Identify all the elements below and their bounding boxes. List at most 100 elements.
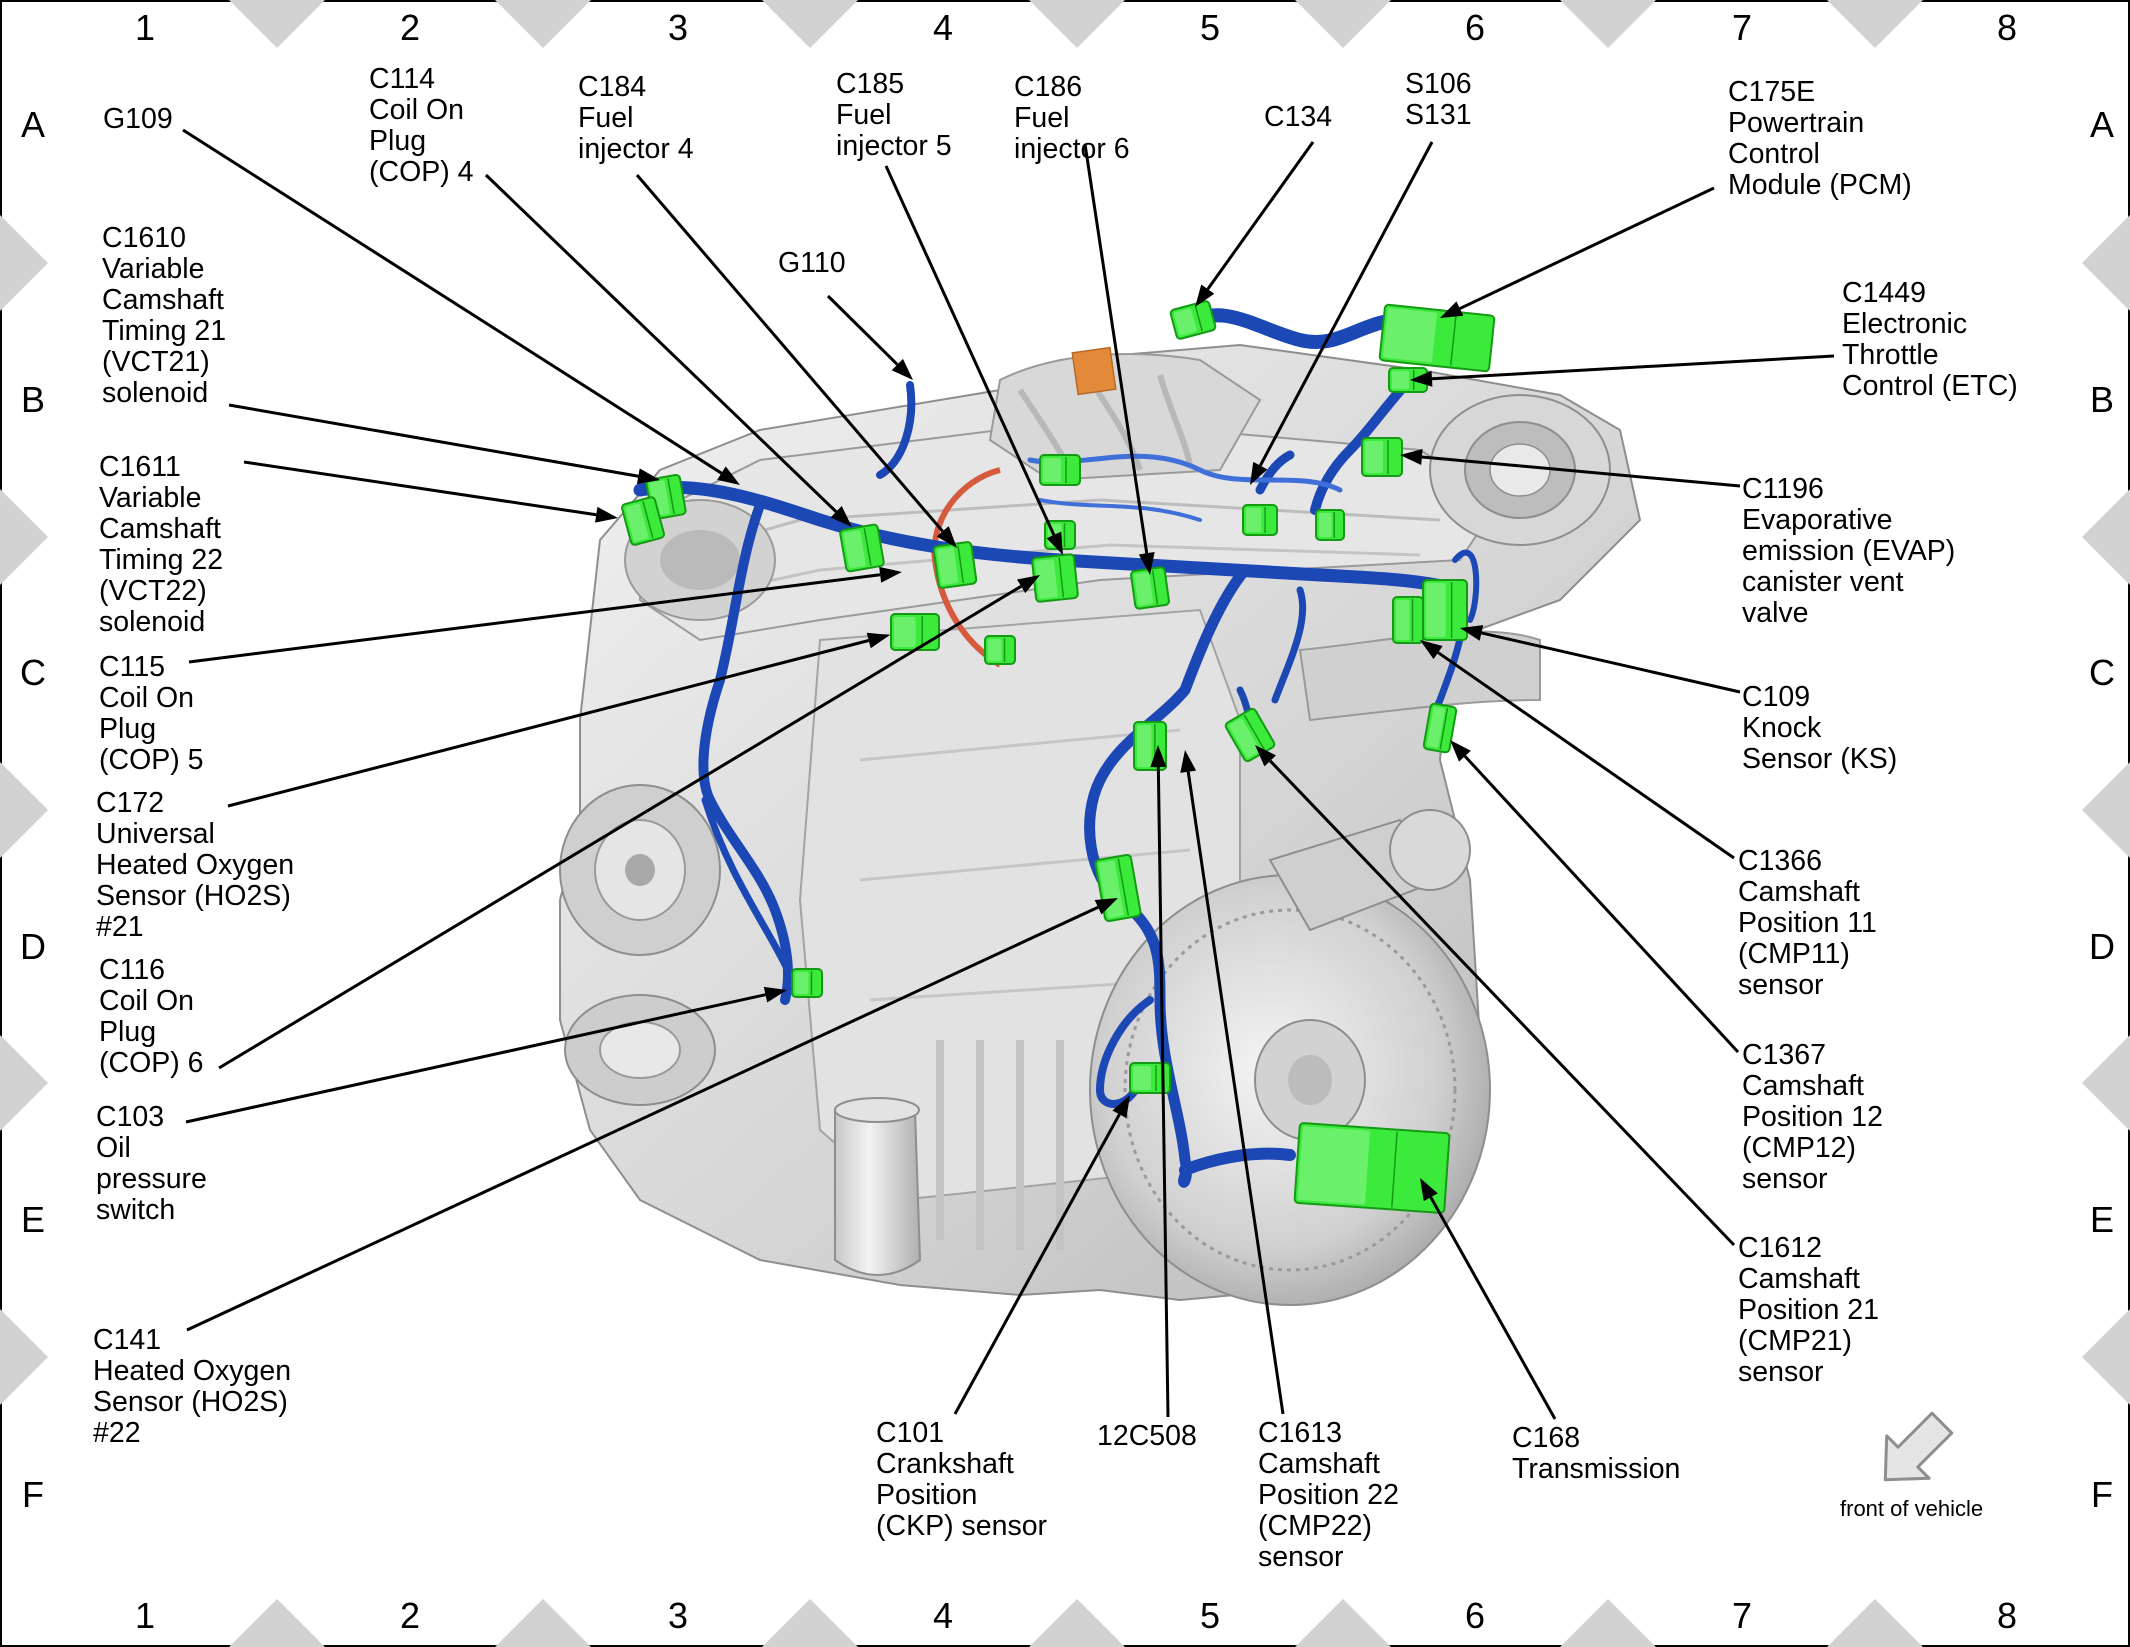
callout-c101: C101 Crankshaft Position (CKP) sensor	[876, 1417, 1048, 1542]
grid-row-left-C: C	[20, 652, 46, 693]
frame-marker-bottom	[229, 1599, 325, 1647]
leader-c1366	[1420, 640, 1735, 860]
connector-knock	[1422, 579, 1468, 641]
grid-column-top-2: 2	[399, 7, 421, 48]
frame-marker-right	[2082, 1035, 2130, 1131]
connector-misc2	[984, 635, 1016, 665]
frame-marker-left	[0, 1035, 48, 1131]
callout-c1366: C1366 Camshaft Position 11 (CMP11) senso…	[1738, 845, 1877, 1001]
connector-cmp12	[1422, 702, 1458, 754]
frame-marker-right	[2082, 489, 2130, 585]
grid-row-right-B: B	[2089, 379, 2114, 420]
callout-c116: C116 Coil On Plug (COP) 6	[99, 954, 204, 1079]
leader-c115	[188, 566, 902, 664]
frame-marker-top	[1827, 0, 1923, 48]
leader-c101	[953, 1095, 1130, 1415]
callout-c1613: C1613 Camshaft Position 22 (CMP22) senso…	[1258, 1417, 1400, 1573]
callout-g109: G109	[103, 103, 173, 135]
callout-c1196: C1196 Evaporative emission (EVAP) canist…	[1742, 473, 1956, 629]
frame-marker-top	[1029, 0, 1125, 48]
callout-c115: C115 Coil On Plug (COP) 5	[99, 651, 204, 776]
leader-c114	[484, 173, 852, 527]
connectors	[621, 300, 1496, 1214]
connector-evap	[1361, 437, 1403, 477]
callout-c168: C168 Transmission	[1512, 1422, 1681, 1485]
leader-g109	[182, 128, 740, 485]
connector-inj5	[1031, 553, 1079, 603]
leader-c134	[1195, 141, 1315, 307]
grid-row-left-F: F	[22, 1474, 44, 1515]
grid-column-bottom-8: 8	[1996, 1595, 2018, 1636]
grid-row-right-C: C	[2089, 652, 2115, 693]
grid-column-top-7: 7	[1731, 7, 1753, 48]
leader-c103	[185, 986, 787, 1124]
connector-cop4	[839, 523, 885, 573]
leader-c141	[186, 898, 1118, 1332]
leader-c1612	[1255, 745, 1736, 1247]
grid-column-bottom-7: 7	[1731, 1595, 1753, 1636]
callout-c141: C141 Heated Oxygen Sensor (HO2S) #22	[93, 1324, 292, 1449]
frame-marker-bottom	[495, 1599, 591, 1647]
grid-row-left-E: E	[20, 1199, 45, 1240]
callout-s106: S106 S131	[1405, 68, 1472, 131]
frame-marker-top	[1295, 0, 1391, 48]
grid-row-right-A: A	[2089, 104, 2114, 145]
grid-column-bottom-3: 3	[667, 1595, 689, 1636]
connector-pcm	[1378, 303, 1496, 373]
grid-row-left-B: B	[20, 379, 45, 420]
callout-c175e: C175E Powertrain Control Module (PCM)	[1728, 76, 1912, 201]
frame-marker-left	[0, 762, 48, 858]
grid-column-top-5: 5	[1199, 7, 1221, 48]
front-of-vehicle-label: front of vehicle	[1840, 1496, 1984, 1521]
callout-c114: C114 Coil On Plug (COP) 4	[369, 63, 474, 188]
leader-c1449	[1410, 354, 1835, 387]
grid-row-right-D: D	[2089, 926, 2115, 967]
connector-inj4	[932, 541, 978, 589]
frame-marker-top	[762, 0, 858, 48]
callout-c134: C134	[1264, 101, 1333, 133]
connector-misc3	[1242, 504, 1278, 536]
connector-inj6	[1130, 566, 1170, 610]
frame-marker-bottom	[1827, 1599, 1923, 1647]
frame-marker-top	[229, 0, 325, 48]
callout-c1610: C1610 Variable Camshaft Timing 21 (VCT21…	[102, 222, 227, 409]
connector-c134	[1169, 300, 1217, 340]
leader-c168	[1420, 1178, 1557, 1420]
leader-c116	[218, 575, 1040, 1070]
leader-c185	[884, 165, 1063, 555]
leader-c175e	[1440, 186, 1715, 318]
callout-c185: C185 Fuel injector 5	[836, 68, 952, 162]
grid-column-top-1: 1	[134, 7, 156, 48]
leader-c172	[227, 632, 890, 808]
leader-lines	[182, 128, 1835, 1420]
frame-marker-left	[0, 489, 48, 585]
frame-marker-right	[2082, 1309, 2130, 1405]
callout-c184: C184 Fuel injector 4	[578, 71, 694, 165]
leader-c12c508	[1150, 745, 1170, 1418]
leader-s106	[1250, 141, 1434, 485]
leader-c1196	[1400, 449, 1741, 488]
leader-c1613	[1180, 750, 1285, 1415]
grid-column-bottom-2: 2	[399, 1595, 421, 1636]
frame-marker-bottom	[1295, 1599, 1391, 1647]
frame-marker-top	[1560, 0, 1656, 48]
connector-cop5	[890, 613, 940, 651]
connector-cmp11	[1392, 596, 1424, 644]
callout-c172: C172 Universal Heated Oxygen Sensor (HO2…	[96, 787, 295, 943]
connector-ckp	[1129, 1062, 1171, 1094]
connector-misc4	[1315, 509, 1345, 541]
frame-marker-left	[0, 215, 48, 311]
callout-c103: C103 Oil pressure switch	[96, 1101, 207, 1226]
callout-g110: G110	[778, 247, 846, 279]
frame-marker-bottom	[1029, 1599, 1125, 1647]
leader-c1611	[243, 460, 618, 523]
leader-c1610	[228, 403, 660, 485]
callout-c1449: C1449 Electronic Throttle Control (ETC)	[1842, 277, 2018, 402]
grid-column-top-4: 4	[932, 7, 954, 48]
grid-column-bottom-5: 5	[1199, 1595, 1221, 1636]
grid-column-bottom-4: 4	[932, 1595, 954, 1636]
grid-column-bottom-1: 1	[134, 1595, 156, 1636]
callout-c186: C186 Fuel injector 6	[1014, 71, 1130, 165]
